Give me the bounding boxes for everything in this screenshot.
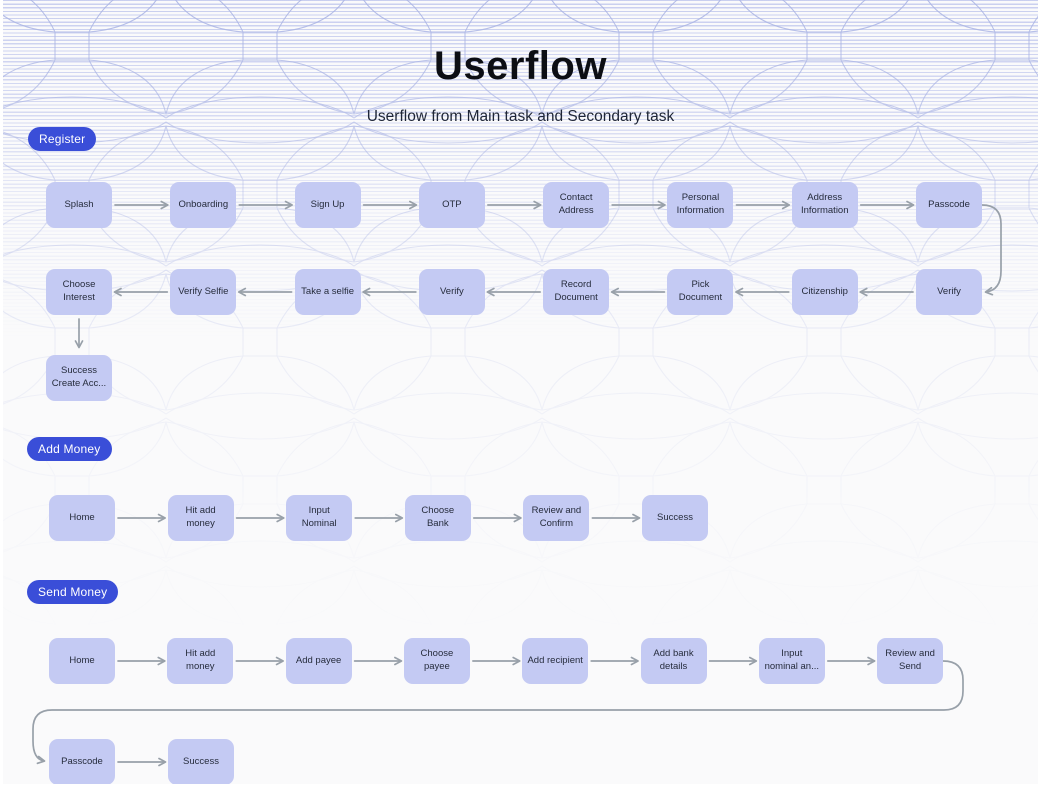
page-title: Userflow [434,44,607,88]
flow-node-verify[interactable]: Verify [916,269,983,315]
flow-node-input-nominal-an[interactable]: Input nominal an... [758,638,825,684]
flow-node-hit-add-money[interactable]: Hit add money [167,495,234,541]
flow-node-verify-selfie[interactable]: Verify Selfie [170,269,237,315]
flow-node-contact-address[interactable]: Contact Address [543,182,610,228]
flow-node-add-bank-details[interactable]: Add bank details [640,638,707,684]
flow-node-otp[interactable]: OTP [418,182,485,228]
flow-node-success[interactable]: Success [642,495,708,541]
badge-add-money[interactable]: Add Money [27,437,112,461]
flow-node-personal-information[interactable]: Personal Information [667,182,734,228]
flow-node-passcode[interactable]: Passcode [49,739,115,785]
page-subtitle: Userflow from Main task and Secondary ta… [366,108,675,125]
flow-node-home[interactable]: Home [49,495,115,541]
flow-node-choose-payee[interactable]: Choose payee [403,638,470,684]
flow-node-hit-add-money[interactable]: Hit add money [167,638,234,684]
flow-node-pick-document[interactable]: Pick Document [667,269,734,315]
flow-node-passcode[interactable]: Passcode [916,182,983,228]
flow-node-add-payee[interactable]: Add payee [285,638,352,684]
badge-send-money[interactable]: Send Money [27,580,119,604]
flow-node-record-document[interactable]: Record Document [543,269,610,315]
flow-node-verify[interactable]: Verify [418,269,485,315]
flow-node-review-and-confirm[interactable]: Review and Confirm [523,495,590,541]
flow-node-citizenship[interactable]: Citizenship [791,269,858,315]
flow-node-onboarding[interactable]: Onboarding [170,182,237,228]
flow-node-address-information[interactable]: Address Information [791,182,858,228]
flow-node-choose-interest[interactable]: Choose Interest [46,269,112,315]
flow-node-sign-up[interactable]: Sign Up [294,182,361,228]
flow-node-choose-bank[interactable]: Choose Bank [404,495,471,541]
flow-node-input-nominal[interactable]: Input Nominal [286,495,353,541]
flow-node-success-create-acc[interactable]: Success Create Acc... [46,355,112,401]
flow-node-success[interactable]: Success [168,739,234,785]
flow-node-home[interactable]: Home [49,638,115,684]
flow-node-review-and-send[interactable]: Review and Send [877,638,944,684]
ornament-pattern-background [0,0,1041,660]
flow-node-splash[interactable]: Splash [46,182,112,228]
connector-passcode-to-verify [981,204,1002,296]
badge-register[interactable]: Register [28,127,97,151]
flow-node-add-recipient[interactable]: Add recipient [522,638,589,684]
flow-node-take-a-selfie[interactable]: Take a selfie [294,269,361,315]
